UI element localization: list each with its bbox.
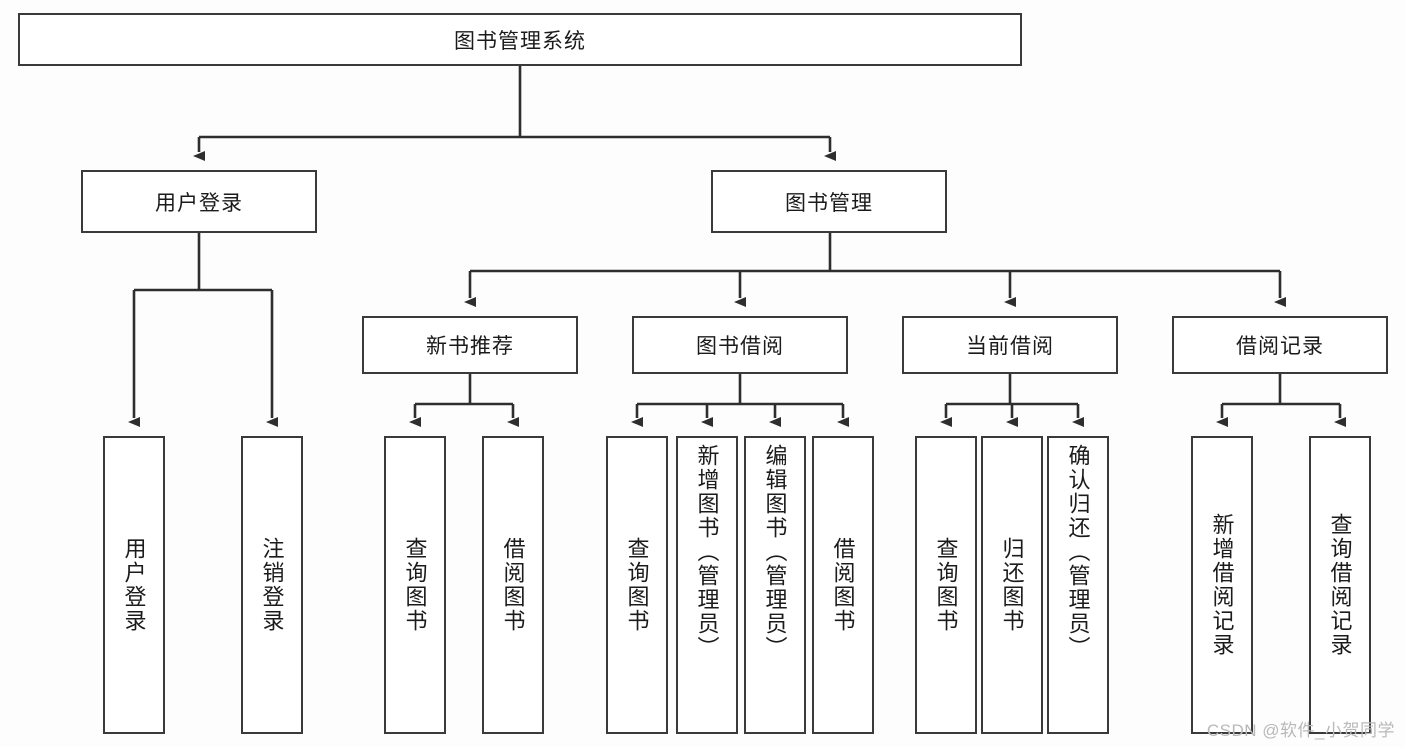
node-label: 新增图书（管理员）	[694, 444, 720, 660]
node-label: 查询图书	[933, 537, 959, 633]
csdn-watermark: CSDN @软件_小贺同学	[1206, 721, 1395, 740]
leaf-new-book-borrow-books[interactable]: 借阅图书	[482, 436, 544, 734]
node-label: 查询借阅记录	[1327, 513, 1353, 657]
node-label: 编辑图书（管理员）	[762, 444, 788, 660]
node-label: 新增借阅记录	[1209, 513, 1235, 657]
node-label: 查询图书	[402, 537, 428, 633]
leaf-current-borrow-confirm-return-admin[interactable]: 确认归还（管理员）	[1047, 436, 1109, 734]
node-label: 图书管理系统	[454, 29, 586, 53]
node-label: 借阅图书	[500, 537, 526, 633]
leaf-user-login-logout[interactable]: 注销登录	[241, 436, 303, 734]
leaf-book-borrow-borrow-books[interactable]: 借阅图书	[812, 436, 874, 734]
leaf-new-book-query-books[interactable]: 查询图书	[384, 436, 446, 734]
node-label: 借阅记录	[1236, 335, 1324, 358]
node-current-borrow[interactable]: 当前借阅	[902, 316, 1118, 374]
node-user-login[interactable]: 用户登录	[81, 170, 317, 233]
node-label: 用户登录	[121, 537, 147, 633]
node-label: 归还图书	[999, 537, 1025, 633]
node-label: 新书推荐	[426, 335, 514, 358]
node-label: 用户登录	[155, 191, 243, 215]
node-new-book-recommend[interactable]: 新书推荐	[362, 316, 578, 374]
leaf-book-borrow-query-books[interactable]: 查询图书	[606, 436, 668, 734]
node-book-borrow[interactable]: 图书借阅	[632, 316, 848, 374]
node-label: 当前借阅	[966, 335, 1054, 358]
node-root-book-management-system[interactable]: 图书管理系统	[18, 13, 1022, 66]
leaf-book-borrow-add-book-admin[interactable]: 新增图书（管理员）	[676, 436, 738, 734]
node-label: 确认归还（管理员）	[1065, 444, 1091, 660]
node-book-management[interactable]: 图书管理	[711, 170, 947, 233]
leaf-current-borrow-return-books[interactable]: 归还图书	[981, 436, 1043, 734]
node-label: 注销登录	[259, 537, 285, 633]
node-label: 图书借阅	[696, 335, 784, 358]
node-label: 借阅图书	[830, 537, 856, 633]
leaf-user-login-login[interactable]: 用户登录	[103, 436, 165, 734]
leaf-book-borrow-edit-book-admin[interactable]: 编辑图书（管理员）	[744, 436, 806, 734]
leaf-current-borrow-query-books[interactable]: 查询图书	[915, 436, 977, 734]
node-label: 图书管理	[785, 191, 873, 215]
node-borrow-record[interactable]: 借阅记录	[1172, 316, 1388, 374]
node-label: 查询图书	[624, 537, 650, 633]
leaf-borrow-record-add-record[interactable]: 新增借阅记录	[1191, 436, 1253, 734]
leaf-borrow-record-query-record[interactable]: 查询借阅记录	[1309, 436, 1371, 734]
